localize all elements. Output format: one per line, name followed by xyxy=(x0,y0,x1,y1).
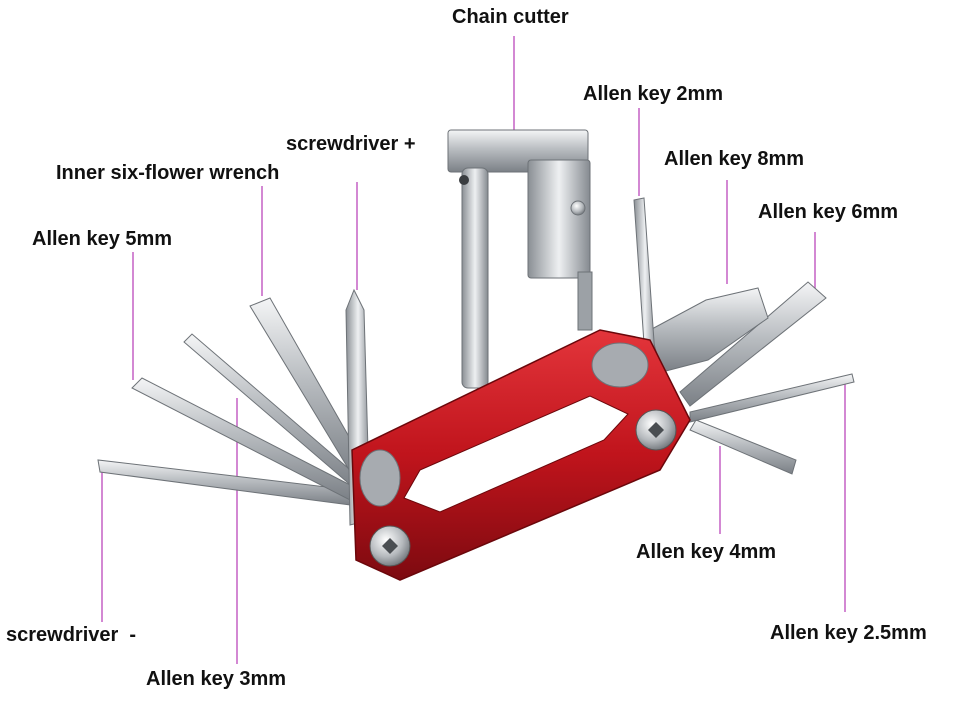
label-allen-5mm: Allen key 5mm xyxy=(32,228,173,250)
label-allen-2-5mm: Allen key 2.5mm xyxy=(770,622,927,644)
label-screwdriver-minus: screwdriver - xyxy=(6,624,137,646)
leader-lines xyxy=(101,36,846,664)
tool-allen-4mm xyxy=(689,419,797,475)
left-tools xyxy=(97,288,371,526)
label-chain-cutter: Chain cutter xyxy=(452,6,569,28)
label-allen-4mm: Allen key 4mm xyxy=(636,541,777,563)
label-six-flower: Inner six-flower wrench xyxy=(56,162,280,184)
label-allen-2mm: Allen key 2mm xyxy=(583,83,724,105)
tool-chain-cutter xyxy=(447,129,593,389)
label-allen-3mm: Allen key 3mm xyxy=(146,668,287,690)
tool-allen-8mm xyxy=(649,287,769,373)
tool-allen-3mm xyxy=(183,333,363,489)
red-body xyxy=(351,329,691,581)
label-screwdriver-plus: screwdriver + xyxy=(286,133,416,155)
label-allen-8mm: Allen key 8mm xyxy=(664,148,805,170)
label-allen-6mm: Allen key 6mm xyxy=(758,201,899,223)
